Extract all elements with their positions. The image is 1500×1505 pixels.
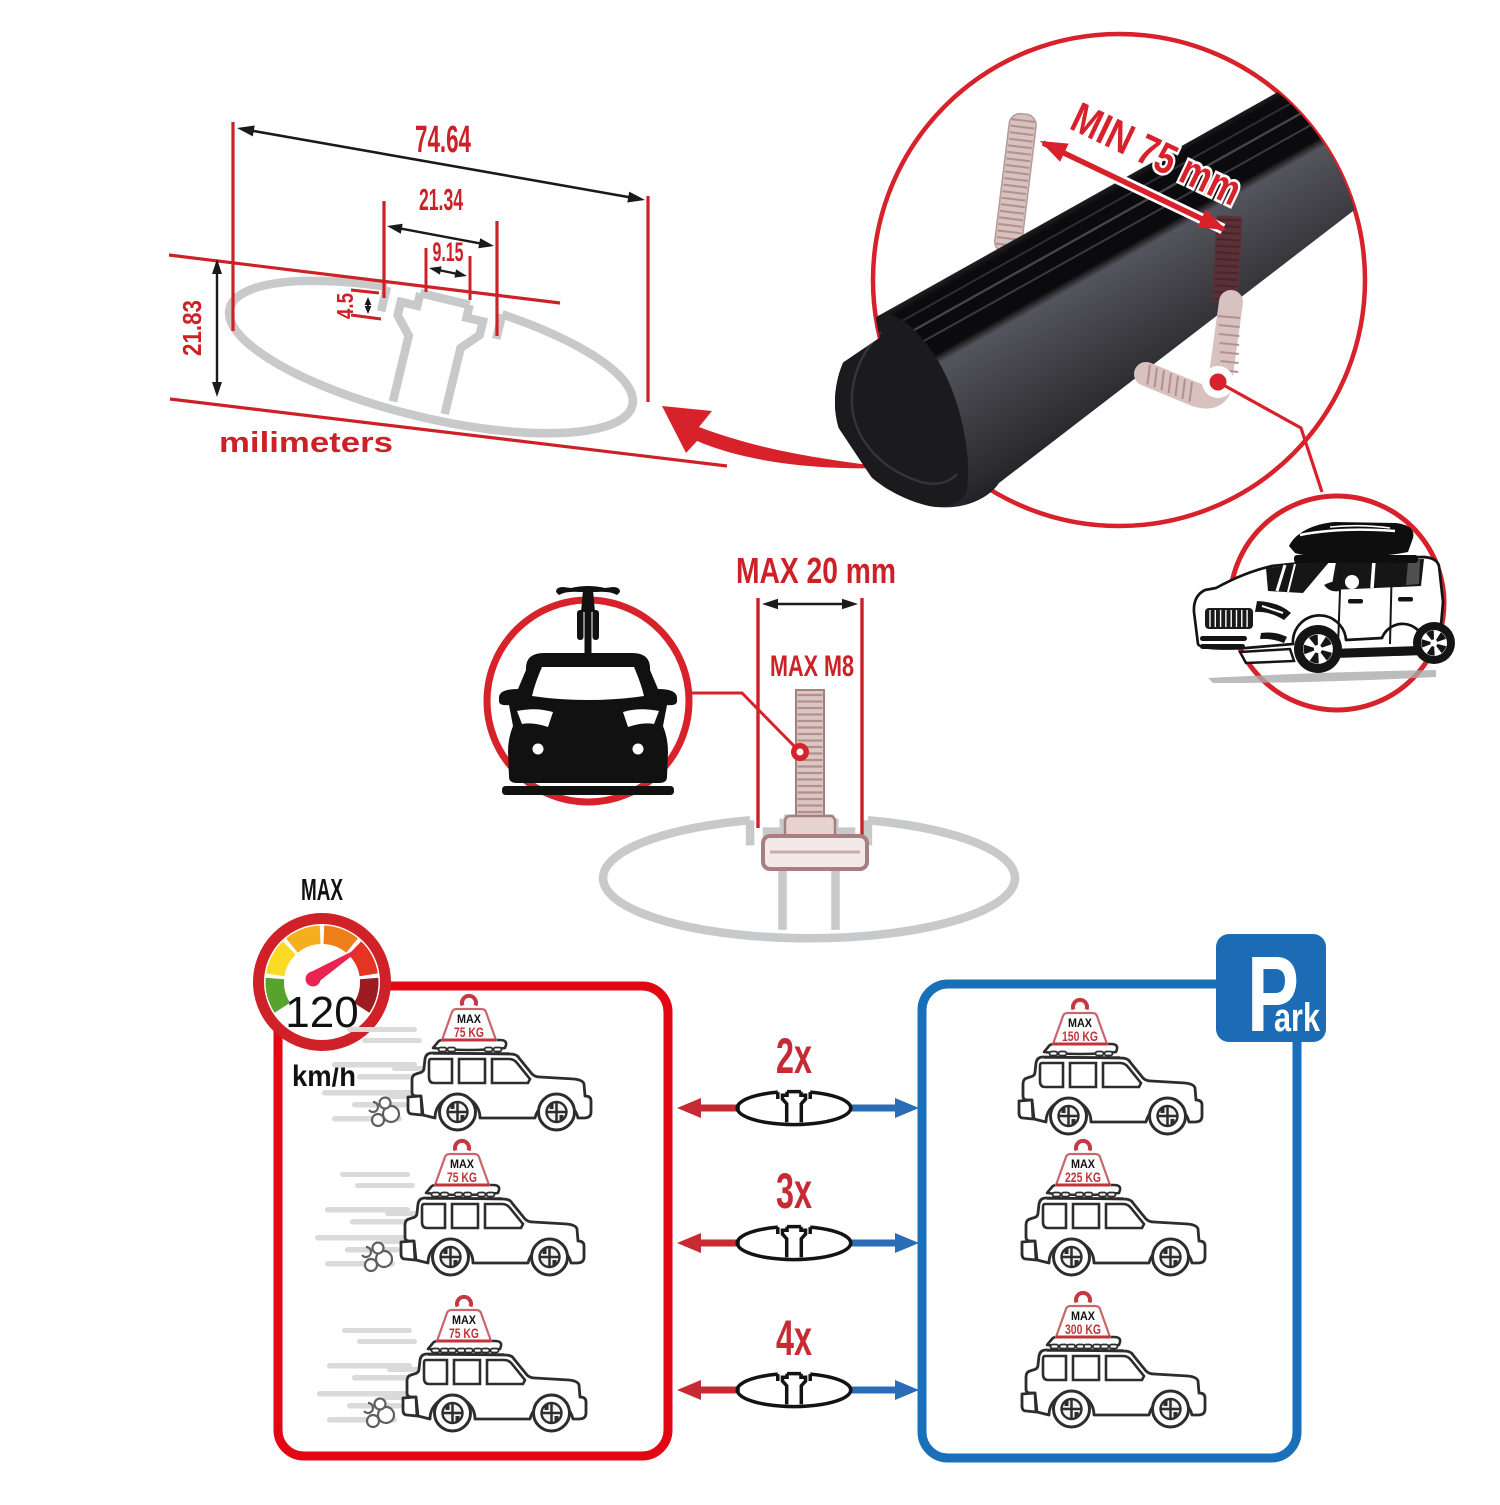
svg-text:P: P: [1247, 933, 1299, 1054]
svg-text:75 KG: 75 KG: [454, 1024, 484, 1040]
svg-text:21.34: 21.34: [419, 182, 463, 217]
svg-text:9.15: 9.15: [433, 237, 464, 267]
svg-text:75 KG: 75 KG: [449, 1325, 479, 1341]
svg-text:MAX: MAX: [1068, 1016, 1092, 1030]
svg-text:150 KG: 150 KG: [1062, 1028, 1098, 1044]
svg-text:MAX: MAX: [457, 1012, 481, 1026]
svg-text:4.5: 4.5: [332, 293, 358, 319]
svg-text:21.83: 21.83: [177, 300, 207, 356]
svg-text:MAX: MAX: [1071, 1157, 1095, 1171]
svg-text:MAX: MAX: [452, 1313, 476, 1327]
svg-text:75 KG: 75 KG: [447, 1169, 477, 1185]
svg-text:74.64: 74.64: [415, 119, 471, 161]
svg-text:4x: 4x: [776, 1310, 812, 1366]
svg-text:3x: 3x: [776, 1163, 812, 1219]
svg-text:2x: 2x: [776, 1028, 812, 1084]
svg-text:120: 120: [285, 988, 358, 1037]
svg-text:milimeters: milimeters: [219, 427, 393, 459]
svg-text:225 KG: 225 KG: [1065, 1169, 1101, 1185]
svg-text:MAX: MAX: [450, 1157, 474, 1171]
svg-text:MAX: MAX: [1071, 1309, 1095, 1323]
svg-text:300 KG: 300 KG: [1065, 1321, 1101, 1337]
svg-text:ark: ark: [1274, 996, 1321, 1040]
svg-text:MAX: MAX: [301, 872, 343, 907]
svg-text:MAX 20 mm: MAX 20 mm: [736, 550, 896, 591]
svg-text:MAX M8: MAX M8: [770, 650, 854, 683]
